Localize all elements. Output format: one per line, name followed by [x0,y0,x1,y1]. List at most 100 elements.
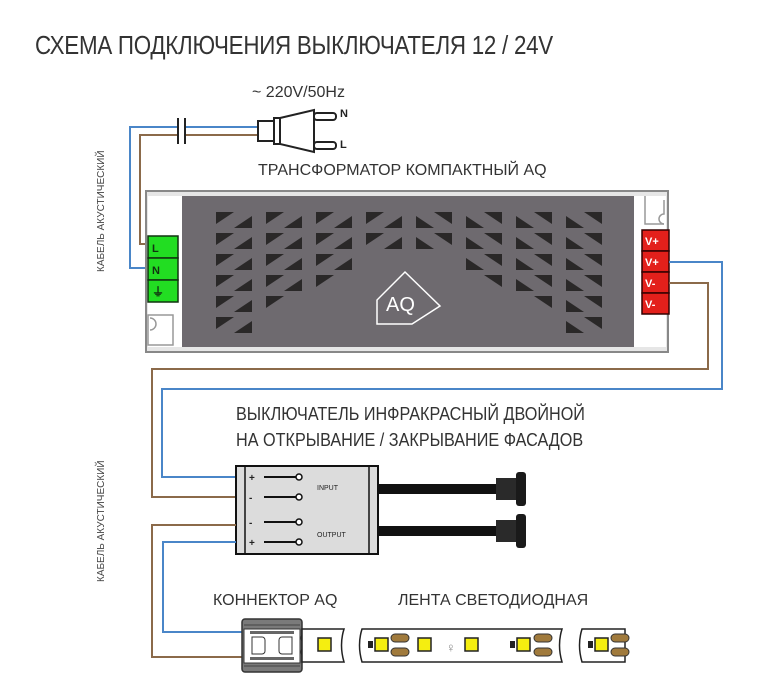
tape-segment [358,628,564,663]
vent [234,258,252,270]
mains-voltage-label: ~ 220V/50Hz [252,84,345,101]
vent-pattern [216,212,602,333]
vent [266,275,284,287]
solder-pad [610,647,630,657]
input-terminal-block: L N ⏚ [147,235,179,303]
vent [334,258,352,270]
led-chip [317,637,332,652]
switch-terminal-screw [295,473,303,481]
transformer-body [182,196,634,347]
ir-sensor-icon [496,514,526,548]
vent [566,300,584,312]
vent [366,212,384,224]
vent [266,254,284,266]
vent [266,212,284,224]
terminal-ground: ⏚ [152,285,164,299]
plug-pin-l: L [340,139,347,151]
led-cable [151,524,244,658]
terminal-v-minus-1: V- [645,278,656,290]
vent [466,258,484,270]
vent [416,237,434,249]
vent [534,233,552,245]
vent [584,254,602,266]
vent [516,258,534,270]
switch-label-line2: НА ОТКРЫВАНИЕ / ЗАКРЫВАНИЕ ФАСАДОВ [236,430,584,450]
vent [216,317,234,329]
vent [284,237,302,249]
switch-output-label: OUTPUT [317,532,347,539]
vent [466,237,484,249]
vent [216,296,234,308]
sensor-cable-2 [378,526,496,536]
plug-pin-n: N [340,108,348,120]
led-tape: ♀ [301,628,630,663]
terminal-v-plus-1: V+ [645,236,659,248]
vent [234,237,252,249]
vent [216,275,234,287]
transformer-label: ТРАНСФОРМАТОР КОМПАКТНЫЙ AQ [258,162,547,179]
terminal-l: L [152,243,159,255]
vent [284,279,302,291]
switch-pin-label: - [249,493,252,504]
resistor [368,641,373,648]
switch-pin-label: - [249,518,252,529]
vent [484,254,502,266]
led-chip [594,637,609,652]
vent [534,254,552,266]
vent [566,237,584,249]
vent [316,212,334,224]
aq-logo: AQ [376,270,442,325]
vent [234,216,252,228]
output-terminal-block: V+ V+ V- V- [641,229,670,315]
switch-terminal-screw [295,493,303,501]
vent [334,216,352,228]
vent [516,279,534,291]
solder-pad [533,647,553,657]
terminal-n: N [152,265,160,277]
led-chip [417,637,432,652]
vent [384,237,402,249]
solder-pad [610,633,630,643]
aq-connector [241,618,312,673]
transformer: AQ L N ⏚ V+ V+ V- V- [145,190,670,353]
vent [416,216,434,228]
solder-pad [390,633,410,643]
vent [334,237,352,249]
vent [434,233,452,245]
vent [316,233,334,245]
vent [384,216,402,228]
vent [516,237,534,249]
vent [234,300,252,312]
vent [584,296,602,308]
connector-label: КОННЕКТОР AQ [213,592,338,609]
vent [434,212,452,224]
vent [284,258,302,270]
vent [366,233,384,245]
vent [216,254,234,266]
vent [266,233,284,245]
vent [484,275,502,287]
vent [234,279,252,291]
vent [316,254,334,266]
sensor-cable-1 [378,484,496,494]
ir-sensor-icon [496,472,526,506]
ir-switch: +--+ INPUT OUTPUT [235,465,526,555]
solder-pad [390,647,410,657]
polarity-mark: ♀ [446,640,456,655]
terminal-v-minus-2: V- [645,299,656,311]
solder-pad [533,633,553,643]
switch-input-label: INPUT [317,485,339,492]
switch-pin-label: + [249,538,255,549]
led-chip [516,637,531,652]
vent [584,212,602,224]
vent [566,258,584,270]
vent [534,275,552,287]
led-chip [374,637,389,652]
output-cable [151,261,723,498]
resistor [510,641,515,648]
vent [566,216,584,228]
diagram-title: СХЕМА ПОДКЛЮЧЕНИЯ ВЫКЛЮЧАТЕЛЯ 12 / 24V [35,30,553,60]
vent [234,321,252,333]
vent [266,296,284,308]
